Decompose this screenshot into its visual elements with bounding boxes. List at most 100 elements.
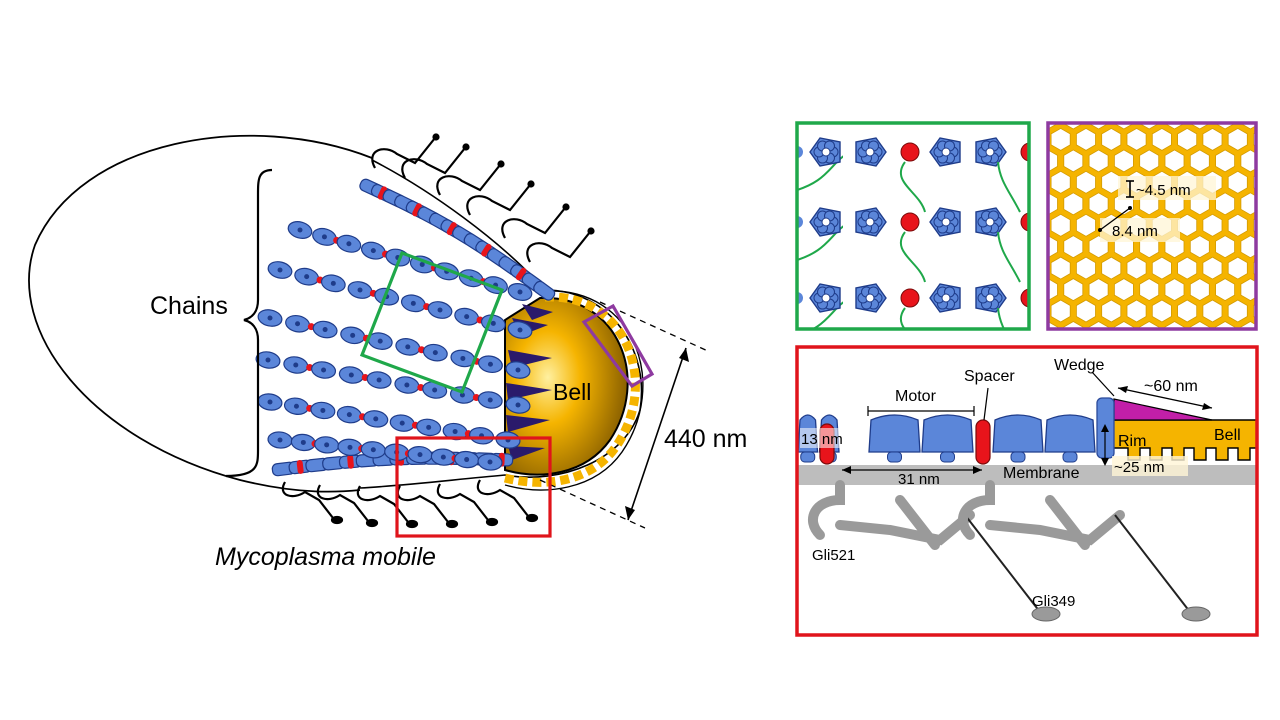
hex-hole: [1063, 192, 1084, 216]
legs-bottom: [281, 479, 539, 529]
hex-hole: [1126, 127, 1147, 151]
hex-hole: [1088, 321, 1109, 329]
wedge-label: Wedge: [1054, 357, 1105, 374]
gli521-segment: [985, 510, 1125, 546]
hex-hole: [1189, 149, 1210, 173]
spacer-dot: [900, 288, 920, 308]
spacer-unit: [377, 186, 388, 200]
hex-hole: [1164, 278, 1185, 302]
hex-hole: [1266, 150, 1280, 172]
hex-hole: [1266, 322, 1280, 344]
hex-hole: [1240, 321, 1256, 329]
red-inset-frame: [795, 345, 1259, 637]
hex-hole: [1240, 149, 1256, 173]
hex-hole: [1076, 127, 1096, 151]
leg: [476, 479, 529, 517]
leg: [356, 485, 409, 523]
hex-hole: [1215, 321, 1235, 329]
hex-hole: [1240, 235, 1256, 259]
cell-diagram: Chains Bell 440 nm Mycoplasma mobile: [28, 133, 747, 571]
hex-hole: [1088, 278, 1109, 302]
hex-hole: [1076, 299, 1096, 323]
purple-inset: ~4.5 nm 8.4 nm: [1046, 121, 1280, 344]
hex-hole: [1266, 193, 1280, 215]
hex-hole: [1215, 235, 1235, 259]
gli521-segment: [835, 510, 975, 546]
hex-hole: [1114, 321, 1134, 329]
leg: [501, 207, 566, 239]
green-inset: [795, 121, 1031, 331]
hex-hole: [1227, 170, 1248, 194]
hex-hole: [1139, 321, 1160, 329]
purple-inset-frame: [1046, 121, 1258, 331]
hex-hole: [1177, 256, 1198, 280]
hex-hole: [1050, 170, 1071, 194]
hex-hole: [1177, 127, 1198, 151]
hex-hole: [1189, 321, 1210, 329]
spacer-unit: [515, 267, 527, 281]
hex-hole: [1063, 278, 1084, 302]
leg: [436, 483, 489, 521]
hex-hole: [1126, 299, 1147, 323]
leg: [396, 485, 449, 523]
leg: [466, 184, 531, 216]
hex-hole: [1048, 235, 1058, 259]
hex-hole: [1227, 213, 1248, 237]
hex-hole: [1048, 278, 1058, 302]
spacer-unit: [481, 243, 492, 257]
spacer-unit: [296, 459, 304, 474]
chains-bracket: [225, 168, 273, 478]
hex-hole: [1151, 299, 1172, 323]
hex-hole: [1202, 299, 1223, 323]
hex-hole: [1063, 149, 1084, 173]
hex-hole: [1177, 299, 1198, 323]
hex-hole: [1164, 149, 1185, 173]
hex-hole: [1215, 278, 1235, 302]
hex-hole: [1101, 127, 1122, 151]
spacer-dot: [1020, 212, 1029, 232]
spacer-unit: [412, 203, 422, 217]
period31-label: 31 nm: [898, 471, 940, 488]
hex-hole: [1050, 127, 1071, 151]
hex-hole: [1151, 256, 1172, 280]
hex-hole: [1076, 256, 1096, 280]
hex-hole: [1240, 192, 1256, 216]
hex-hole: [1266, 236, 1280, 258]
gap-label: ~4.5 nm: [1136, 182, 1191, 199]
gli349-leg: [964, 514, 1041, 613]
hex-hole: [1215, 149, 1235, 173]
hex-hole: [1114, 278, 1134, 302]
leg: [371, 137, 436, 169]
motor-label: Motor: [895, 388, 937, 405]
motor-dimer: [809, 283, 887, 313]
leg: [401, 147, 466, 179]
hex-hole: [1126, 256, 1147, 280]
green-highlight-box: [359, 250, 505, 395]
length60-label: ~60 nm: [1144, 378, 1198, 395]
rim-label: Rim: [1118, 433, 1146, 450]
hex-hole: [1114, 149, 1134, 173]
spacer-dot: [900, 142, 920, 162]
motor-dimer: [929, 137, 1007, 167]
hex-hole: [1076, 213, 1096, 237]
hex-hole: [1101, 256, 1122, 280]
leg: [281, 481, 334, 519]
height25-label: ~25 nm: [1114, 459, 1164, 476]
hex-hole: [1202, 213, 1223, 237]
outer-chain-top: [359, 178, 556, 301]
hex-hole: [1063, 321, 1084, 329]
hex-hole: [1088, 149, 1109, 173]
hex-hole: [1240, 278, 1256, 302]
spacer-unit: [347, 454, 354, 469]
spacer-label: Spacer: [964, 368, 1015, 385]
hex-hole: [1050, 299, 1071, 323]
size-label: 440 nm: [664, 425, 747, 453]
hex-hole: [1202, 127, 1223, 151]
motor-unit: [1044, 414, 1096, 453]
purple-highlight-box: [581, 303, 655, 389]
pitch-label: 8.4 nm: [1112, 223, 1158, 240]
spacer-dot: [900, 212, 920, 232]
hex-hole: [1048, 149, 1058, 173]
hex-hole: [1048, 321, 1058, 329]
